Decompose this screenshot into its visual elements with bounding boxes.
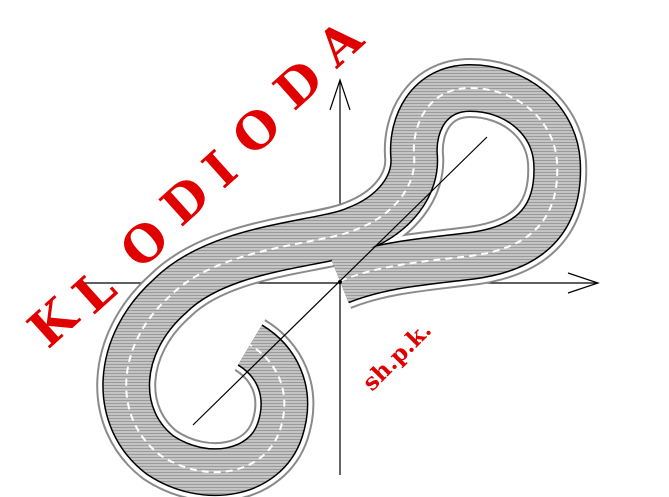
origin-point <box>338 280 342 284</box>
company-suffix: sh.p.k. <box>357 317 437 397</box>
brand-letter-6: O <box>221 94 293 167</box>
road-center-dashes <box>125 86 559 474</box>
brand-letter-7: D <box>263 48 335 121</box>
brand-letter-8: A <box>305 7 375 78</box>
road-curve <box>96 57 588 497</box>
